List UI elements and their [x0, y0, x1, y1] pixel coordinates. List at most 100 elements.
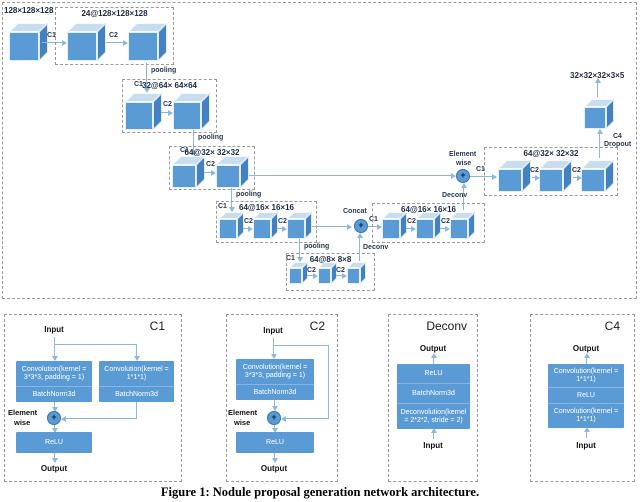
feature-group-label: 64@32× 32×32	[184, 148, 240, 157]
output-volume-cube	[584, 99, 614, 129]
pooling-arrow	[227, 188, 237, 212]
flow-line	[328, 345, 330, 419]
c2-arrow	[307, 271, 318, 281]
feature-group-label: 64@16× 16×16	[401, 205, 456, 214]
conv-row: Convolution(kernel = 3*3*3, padding = 1)	[16, 361, 92, 387]
cube-front-face	[128, 32, 158, 61]
feature-map-cube	[581, 160, 614, 192]
feature-map-cube	[173, 93, 210, 130]
c2-arrow	[277, 224, 287, 234]
elementwise-label: wise	[234, 418, 251, 427]
output-label: Output	[40, 464, 68, 473]
feature-map-cube	[219, 212, 244, 239]
output-label: Output	[572, 344, 600, 353]
cube-front-face	[219, 219, 237, 239]
input-dim-label: 128×128×128	[4, 6, 54, 15]
edge-label-c1: C1	[47, 32, 56, 39]
c2-arrow	[336, 271, 347, 281]
flow-arrow	[582, 427, 592, 438]
concat-plus-circle: +	[354, 219, 368, 233]
edge-label-c2: C2	[244, 218, 253, 225]
feature-group-label: 64@8× 8×8	[309, 255, 352, 264]
batchnorm-row: BatchNorm3d	[397, 384, 470, 404]
input-label: Input	[44, 325, 64, 334]
edge-label-c1: C1	[286, 255, 295, 262]
edge-label-c1: C1	[180, 147, 189, 154]
conv-row: Convolution(kernel = 1*1*1)	[99, 361, 174, 387]
flow-line	[273, 345, 328, 347]
feature-map-cube	[347, 262, 366, 284]
flow-arrow	[429, 428, 439, 439]
feature-map-cube	[318, 262, 337, 284]
c2-arrow	[573, 173, 582, 183]
cube-side-face	[158, 23, 167, 61]
flow-arrow	[270, 453, 280, 463]
plus-sign: +	[358, 220, 364, 230]
edge-label-deconv: Deconv	[442, 192, 468, 199]
cube-front-face	[450, 219, 468, 239]
feature-map-cube	[539, 160, 572, 192]
flow-arrow	[61, 414, 136, 424]
decoder-block-32: 64@32× 32×32	[484, 147, 618, 196]
cube-front-face	[253, 219, 271, 239]
feature-map-cube	[450, 212, 475, 239]
edge-label-c2: C2	[163, 101, 172, 108]
cube-front-face	[125, 102, 153, 130]
edge-label-c1: C1	[476, 166, 485, 173]
output-arrow	[593, 78, 603, 97]
batchnorm-row: BatchNorm3d	[253, 388, 297, 396]
c2-arrow	[204, 168, 216, 178]
feature-map-cube	[287, 212, 312, 239]
flow-arrow	[50, 402, 60, 412]
c2-arrow	[440, 224, 450, 234]
elementwise-plus-circle: +	[456, 169, 470, 183]
c4-dropout-arrow	[595, 129, 605, 158]
c2-arrow	[106, 38, 128, 48]
edge-label-c2: C2	[336, 267, 345, 274]
edge-label-c1: C1	[134, 81, 143, 88]
cube-front-face	[172, 165, 196, 188]
block-title: C4	[604, 319, 620, 333]
edge-label-c2: C2	[407, 218, 416, 225]
elementwise-plus-circle: +	[47, 411, 61, 425]
conv-row: Convolution(kernel = 3*3*3, padding = 1)	[236, 359, 314, 385]
elementwise-label: Element	[228, 408, 258, 417]
deconvolution-row: Deconvolution(kernel = 2*2*2, stride = 2…	[400, 408, 467, 424]
flow-arrow	[50, 453, 60, 463]
block-title: Deconv	[426, 319, 467, 333]
relu-box: ReLU	[236, 432, 314, 453]
feature-map-cube	[216, 156, 249, 188]
output-label: Output	[419, 344, 447, 353]
cube-front-face	[216, 165, 240, 188]
pooling-arrow	[142, 63, 152, 93]
edge-label-c1: C1	[369, 216, 378, 223]
output-label: Output	[260, 464, 288, 473]
feature-map-cube	[172, 156, 205, 188]
relu-row: ReLU	[266, 438, 284, 446]
relu-row: ReLU	[548, 388, 624, 404]
flow-arrow	[270, 400, 280, 411]
skip-connection-line	[312, 222, 352, 232]
cube-front-face	[9, 32, 39, 61]
elementwise-plus-circle: +	[267, 411, 281, 425]
encoder-block-128: 24@128×128×128	[55, 7, 174, 65]
cube-front-face	[382, 219, 400, 239]
c2-arrow	[406, 224, 416, 234]
plus-sign: +	[51, 412, 57, 422]
input-volume-cube	[9, 23, 48, 61]
figure-caption: Figure 1: Nodule proposal generation net…	[160, 485, 480, 499]
feature-map-cube	[289, 262, 308, 284]
plus-sign: +	[271, 412, 277, 422]
cube-front-face	[416, 219, 434, 239]
feature-group-label: 64@16× 16×16	[239, 203, 294, 212]
conv-row: Convolution(kernel = 1*1*1)	[548, 364, 624, 388]
feature-map-cube	[498, 160, 531, 192]
feature-map-cube	[253, 212, 278, 239]
decoder-block-16: 64@16× 16×16	[372, 203, 485, 243]
flow-arrow	[582, 353, 592, 364]
input-label: Input	[263, 326, 283, 335]
relu-row: ReLU	[45, 438, 63, 446]
edge-label-dropout: Dropout	[604, 141, 632, 148]
conv-bn-box: Convolution(kernel = 1*1*1) BatchNorm3d	[99, 361, 174, 402]
